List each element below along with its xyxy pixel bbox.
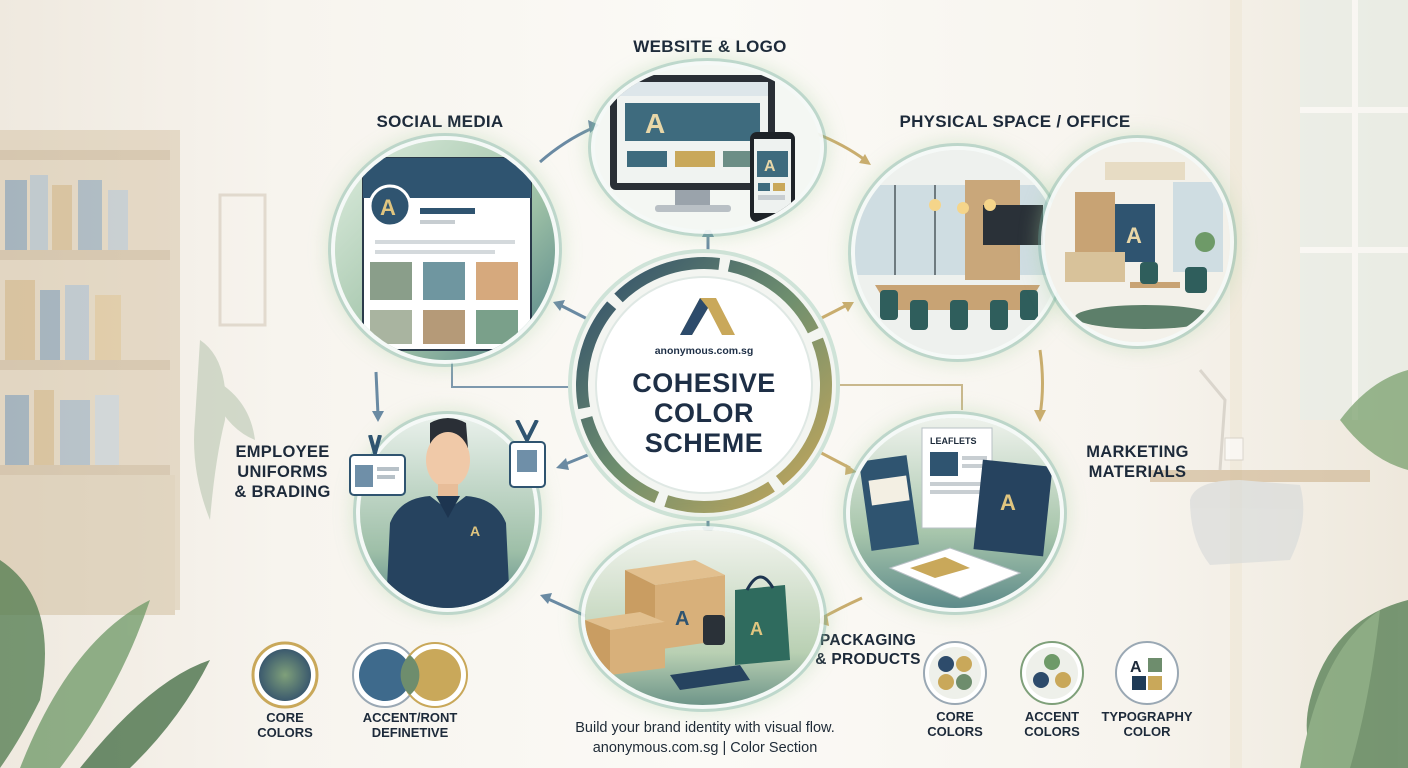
core-colors-right-swatch <box>923 641 987 705</box>
website-node: A A <box>595 65 820 230</box>
id-badge-right-icon <box>509 420 546 488</box>
uniforms-label-line2: UNIFORMS <box>237 462 328 481</box>
center-title-line2: COLOR <box>654 398 754 429</box>
monitor-and-phone-illustration: A A <box>610 75 795 222</box>
core-colors-left-swatch <box>251 641 319 709</box>
center-title-line3: SCHEME <box>644 428 764 459</box>
svg-text:A: A <box>675 608 689 630</box>
social-node: A <box>335 140 555 360</box>
svg-text:A: A <box>645 108 665 139</box>
typography-color-line1: TYPOGRAPHY <box>1101 709 1193 724</box>
uniforms-label-line1: EMPLOYEE <box>235 443 330 461</box>
svg-text:A: A <box>1130 659 1142 676</box>
accent-colors-right-line2: COLORS <box>1024 723 1080 739</box>
social-profile-illustration: A <box>362 157 532 351</box>
website-label: WEBSITE & LOGO <box>633 37 787 56</box>
reception-illustration: A <box>1045 142 1230 342</box>
center-title-line1: COHESIVE <box>632 368 776 398</box>
core-colors-right-line1: CORE <box>936 709 974 724</box>
uniforms-label: EMPLOYEE UNIFORMS & BRADING <box>225 443 340 502</box>
center-domain: anonymous.com.sg <box>654 345 754 357</box>
svg-text:A: A <box>1126 223 1142 248</box>
accent-colors-right-swatch <box>1020 641 1084 705</box>
packaging-label-line2: & PRODUCTS <box>815 650 921 668</box>
svg-text:A: A <box>750 619 763 639</box>
packaging-node: A A <box>585 530 820 705</box>
social-label: SOCIAL MEDIA <box>376 112 504 131</box>
footer-line1: Build your brand identity with visual fl… <box>575 720 835 736</box>
footer-line2: anonymous.com.sg | Color Section <box>592 739 818 756</box>
marketing-label-line2: MATERIALS <box>1088 462 1187 481</box>
svg-text:A: A <box>1000 490 1016 515</box>
center-title: COHESIVE COLOR SCHEME <box>598 368 810 459</box>
accent-colors-left-swatch <box>352 642 468 708</box>
marketing-label-line1: MARKETING <box>1086 443 1189 461</box>
accent-colors-right-label: ACCENT COLORS <box>1012 709 1092 740</box>
core-colors-right-label: CORE COLORS <box>915 709 995 740</box>
packaging-illustration: A A <box>585 560 790 690</box>
office-node-reception: A <box>1045 142 1230 342</box>
svg-text:A: A <box>470 523 480 539</box>
core-colors-left-label: CORE COLORS <box>245 710 325 741</box>
accent-colors-left-label: ACCENT/RONT DEFINETIVE <box>345 710 475 741</box>
meeting-room-illustration <box>855 150 1060 355</box>
office-label: PHYSICAL SPACE / OFFICE <box>899 112 1131 131</box>
uniforms-label-line3: & BRADING <box>234 482 331 501</box>
accent-colors-right-line1: ACCENT <box>1024 709 1080 724</box>
leaflets-text: LEAFLETS <box>930 436 977 446</box>
typography-color-line2: COLOR <box>1123 723 1171 739</box>
svg-text:A: A <box>764 158 776 175</box>
marketing-label: MARKETING MATERIALS <box>1075 443 1200 483</box>
core-colors-left-line2: COLORS <box>257 724 313 740</box>
employee-illustration: A <box>386 418 510 608</box>
packaging-label-line1: PACKAGING <box>819 632 917 649</box>
marketing-node: LEAFLETS A <box>850 418 1060 608</box>
id-badge-left-icon <box>349 435 406 496</box>
packaging-label: PACKAGING & PRODUCTS <box>808 632 928 669</box>
svg-text:A: A <box>380 195 396 220</box>
typography-color-swatch: A <box>1115 641 1179 705</box>
core-colors-left-line1: CORE <box>266 710 304 725</box>
typography-color-label: TYPOGRAPHY COLOR <box>1092 709 1202 740</box>
footer: Build your brand identity with visual fl… <box>540 719 870 758</box>
uniforms-node: A <box>360 418 535 608</box>
accent-colors-left-line2: DEFINETIVE <box>371 724 449 740</box>
office-node-meeting-room <box>855 150 1060 355</box>
accent-colors-left-line1: ACCENT/RONT <box>362 710 458 725</box>
marketing-materials-illustration: LEAFLETS A <box>858 427 1053 599</box>
core-colors-right-line2: COLORS <box>927 723 983 739</box>
